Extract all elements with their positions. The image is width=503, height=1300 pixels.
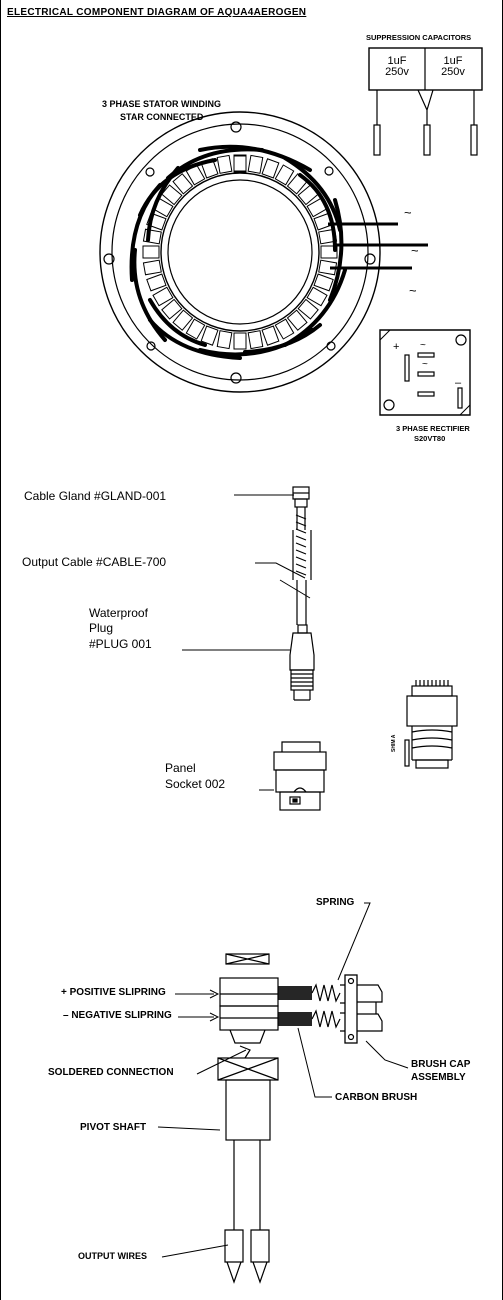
output-wires-label: OUTPUT WIRES — [78, 1251, 147, 1261]
ac-symbol-1: ~ — [404, 205, 412, 220]
cable-gland — [292, 486, 310, 508]
suppression-capacitors — [368, 47, 483, 156]
capacitor-right-label: 1uF 250v — [428, 56, 478, 78]
plug-label-line1: Waterproof — [89, 606, 148, 620]
plug-label-line3: #PLUG 001 — [89, 637, 152, 651]
output-cable — [292, 507, 312, 625]
capacitor-right-value: 1uF — [443, 55, 463, 67]
plug-label-line2: Plug — [89, 621, 114, 635]
output-cable-label: Output Cable #CABLE-700 — [22, 555, 167, 569]
stator-leads — [328, 222, 428, 270]
rectifier — [379, 329, 471, 416]
rectifier-plus: + — [393, 341, 400, 353]
soldered-connection-label: SOLDERED CONNECTION — [48, 1067, 174, 1078]
rectifier-caption-line1: 3 PHASE RECTIFIER — [396, 424, 470, 433]
spare-plug-cap — [404, 680, 458, 769]
capacitor-left-voltage: 250v — [385, 66, 409, 78]
socket-label-line2: Socket 002 — [165, 777, 226, 791]
ac-symbol-2: ~ — [411, 243, 419, 258]
negative-slipring-label: – NEGATIVE SLIPRING — [63, 1010, 172, 1021]
pivot-shaft-label: PIVOT SHAFT — [80, 1122, 147, 1133]
brush-cap-label-2: ASSEMBLY — [411, 1072, 466, 1083]
capacitor-left-label: 1uF 250v — [372, 56, 422, 78]
plug-leaders — [182, 494, 311, 791]
waterproof-plug — [289, 624, 315, 701]
cable-gland-label: Cable Gland #GLAND-001 — [24, 489, 167, 503]
brush-cap-label-1: BRUSH CAP — [411, 1059, 471, 1070]
capacitor-right-voltage: 250v — [441, 66, 465, 78]
capacitors-heading: SUPPRESSION CAPACITORS — [366, 33, 472, 42]
stator-caption-line1: 3 PHASE STATOR WINDING — [102, 99, 222, 109]
rectifier-minus: – — [455, 377, 462, 389]
carbon-brushes — [278, 983, 341, 1029]
rectifier-ac-1: ~ — [420, 340, 426, 351]
capacitor-left-value: 1uF — [387, 55, 407, 67]
carbon-brush-label: CARBON BRUSH — [335, 1092, 418, 1103]
slipring-leaders — [157, 902, 409, 1258]
socket-label-line1: Panel — [165, 761, 196, 775]
positive-slipring-label: + POSITIVE SLIPRING — [61, 987, 166, 998]
stator-coils — [129, 144, 347, 360]
ac-symbol-3: ~ — [409, 283, 417, 298]
stator-winding — [99, 111, 381, 393]
spring-label: SPRING — [316, 897, 355, 908]
rectifier-caption-line2: S20VT80 — [414, 434, 446, 443]
panel-socket — [273, 741, 327, 811]
stator-caption-line2: STAR CONNECTED — [120, 112, 204, 122]
slipring-assembly — [217, 953, 279, 1284]
diagram-title: ELECTRICAL COMPONENT DIAGRAM OF AQUA4AER… — [7, 7, 307, 18]
rectifier-ac-2: ~ — [422, 359, 428, 370]
brush-cap-assembly — [340, 974, 383, 1044]
